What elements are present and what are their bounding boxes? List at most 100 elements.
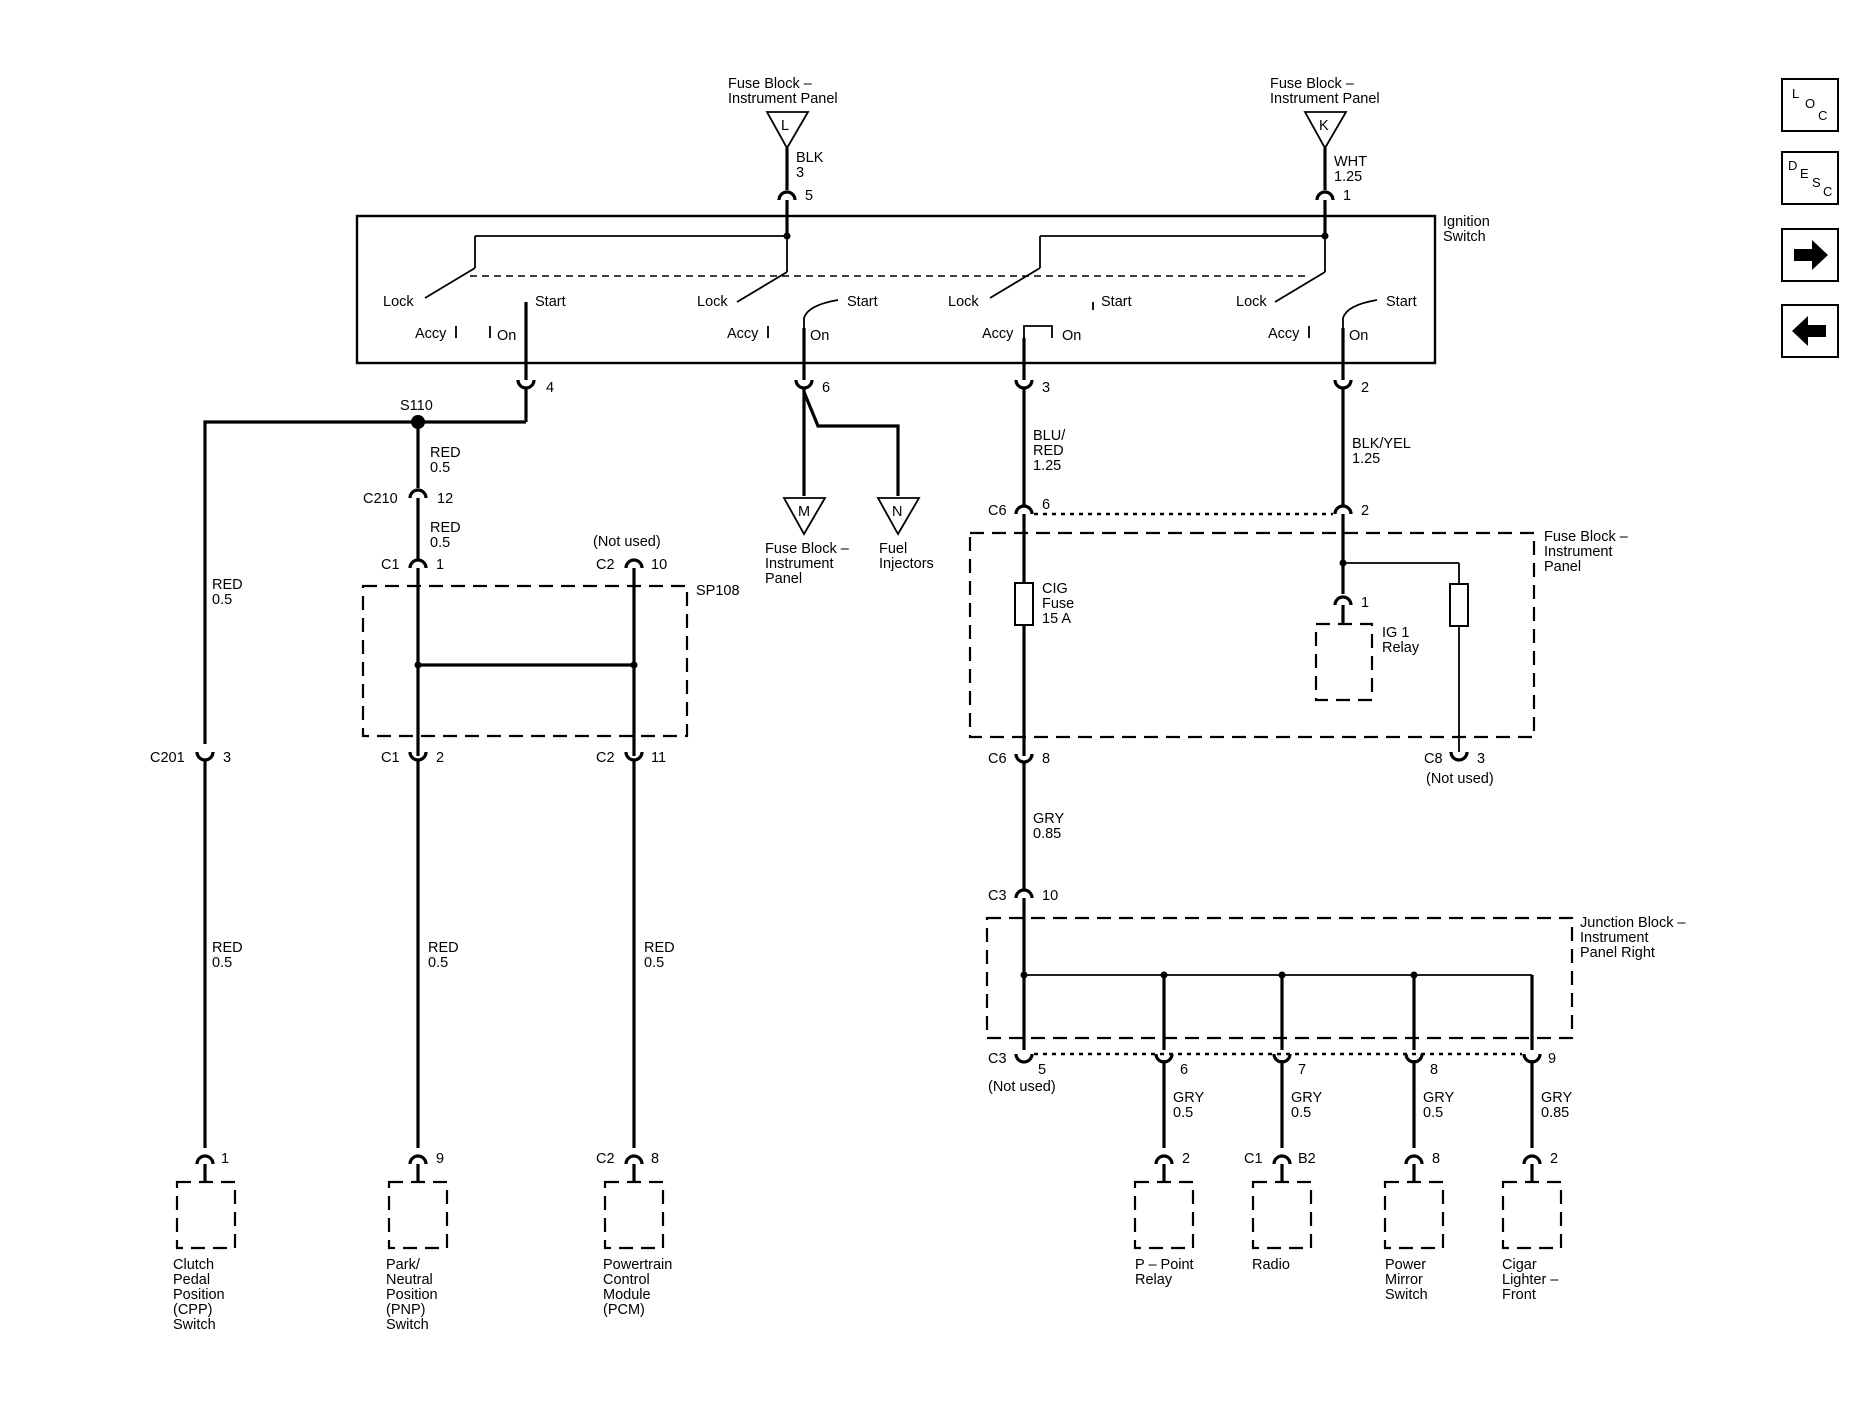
connector-icon: [1014, 379, 1034, 390]
diagram-label: Switch: [386, 1317, 429, 1333]
fuse-block-right-circuit: BLU/ RED 1.25 BLK/YEL 1.25 C6 6 2 Fuse B…: [968, 388, 1629, 787]
ig1-relay: [1314, 622, 1374, 702]
pin: 2: [1361, 380, 1369, 396]
pin: 8: [651, 1151, 659, 1167]
diagram-label: GRY: [1541, 1090, 1572, 1106]
svg-text:0.5: 0.5: [428, 955, 448, 971]
svg-text:1.25: 1.25: [1334, 169, 1362, 185]
diagram-label: Panel: [765, 571, 802, 587]
next-button[interactable]: [1781, 228, 1839, 282]
pin: 11: [651, 750, 666, 766]
label: Fuse Block –: [1270, 76, 1355, 92]
pin: 1: [221, 1151, 229, 1167]
svg-text:RED: RED: [428, 940, 459, 956]
svg-text:C6: C6: [988, 751, 1007, 767]
label: Ignition: [1443, 214, 1490, 230]
svg-text:Panel: Panel: [765, 571, 802, 587]
diagram-label: Control: [603, 1272, 650, 1288]
svg-text:7: 7: [1298, 1062, 1306, 1078]
diagram-label: GRY: [1291, 1090, 1322, 1106]
diagram-label: Pedal: [173, 1272, 210, 1288]
svg-text:(CPP): (CPP): [173, 1302, 212, 1318]
diagram-label: C8: [1424, 751, 1443, 767]
svg-text:3: 3: [1042, 380, 1050, 396]
wire-gauge: 0.5: [430, 460, 450, 476]
svg-text:3: 3: [1477, 751, 1485, 767]
label: Lock: [383, 294, 414, 310]
wire-gauge: 0.5: [428, 955, 448, 971]
diagram-label: 1.25: [1033, 458, 1061, 474]
diagram-label: 2: [1361, 503, 1369, 519]
svg-text:On: On: [810, 328, 829, 344]
connector-icon: [195, 751, 215, 762]
svg-text:Park/: Park/: [386, 1257, 421, 1273]
connector-id: C201: [150, 750, 185, 766]
svg-text:0.5: 0.5: [1291, 1105, 1311, 1121]
svg-text:Lighter –: Lighter –: [1502, 1272, 1559, 1288]
pin: 4: [546, 380, 554, 396]
svg-text:Cigar: Cigar: [1502, 1257, 1537, 1273]
svg-text:5: 5: [805, 188, 813, 204]
svg-text:P – Point: P – Point: [1135, 1257, 1194, 1273]
svg-text:C1: C1: [381, 557, 400, 573]
svg-text:C1: C1: [381, 750, 400, 766]
diagram-label: Powertrain: [603, 1257, 672, 1273]
svg-text:Lock: Lock: [383, 294, 414, 310]
svg-text:2: 2: [1361, 503, 1369, 519]
svg-text:Start: Start: [847, 294, 878, 310]
ignition-outputs: 4 6 3 2: [516, 379, 1369, 422]
diagram-label: RED: [1033, 443, 1064, 459]
diagram-label: C: [1818, 108, 1827, 123]
label: Fuse Block –: [728, 76, 813, 92]
loc-button[interactable]: L O C: [1781, 78, 1839, 132]
svg-text:8: 8: [1430, 1062, 1438, 1078]
diagram-label: Injectors: [879, 556, 934, 572]
svg-text:D: D: [1788, 158, 1797, 173]
svg-text:1: 1: [1343, 188, 1351, 204]
svg-text:Mirror: Mirror: [1385, 1272, 1423, 1288]
svg-text:WHT: WHT: [1334, 154, 1367, 170]
diagram-label: (PNP): [386, 1302, 425, 1318]
label: Switch: [1443, 229, 1486, 245]
diagram-label: Clutch: [173, 1257, 214, 1273]
svg-text:1: 1: [221, 1151, 229, 1167]
ignition-switch: Ignition Switch Lock Start Accy On Lock …: [355, 200, 1490, 380]
label: Start: [1386, 294, 1417, 310]
svg-text:Ignition: Ignition: [1443, 214, 1490, 230]
prev-button[interactable]: [1781, 304, 1839, 358]
svg-text:Lock: Lock: [697, 294, 728, 310]
junction-block-box: [985, 916, 1574, 1040]
diagram-label: L: [1792, 86, 1799, 101]
diagram-label: Fuel: [879, 541, 907, 557]
svg-text:4: 4: [546, 380, 554, 396]
connector-icon: [1154, 1154, 1174, 1165]
connector-icon: [408, 558, 428, 569]
svg-text:RED: RED: [644, 940, 675, 956]
pin: 5: [805, 188, 813, 204]
svg-text:9: 9: [436, 1151, 444, 1167]
desc-button[interactable]: D E S C: [1781, 151, 1839, 205]
connector-icon: [408, 1154, 428, 1165]
wire-color: RED: [212, 577, 243, 593]
diagram-label: Fuse Block –: [1544, 529, 1629, 545]
svg-text:Start: Start: [1101, 294, 1132, 310]
diagram-label: C6: [988, 503, 1007, 519]
svg-text:Panel Right: Panel Right: [1580, 945, 1655, 961]
pin: 9: [436, 1151, 444, 1167]
diagram-label: 9: [1548, 1051, 1556, 1067]
diagram-label: P – Point: [1135, 1257, 1194, 1273]
wire-gauge: 0.5: [212, 592, 232, 608]
diagram-label: M: [798, 504, 810, 520]
diagram-label: 0.85: [1033, 826, 1061, 842]
fuse-block-l-source: Fuse Block – Instrument Panel L BLK 3 5: [728, 76, 838, 235]
svg-text:L: L: [1792, 86, 1799, 101]
terminal-triangle-icon: [782, 497, 827, 536]
svg-text:1.25: 1.25: [1033, 458, 1061, 474]
fuse-block-m-fuel-circuit: M N Fuse Block – Instrument Panel Fuel I…: [765, 388, 934, 587]
diagram-label: Cigar: [1502, 1257, 1537, 1273]
svg-text:6: 6: [1180, 1062, 1188, 1078]
svg-text:BLK/YEL: BLK/YEL: [1352, 436, 1411, 452]
diagram-label: Fuse: [1042, 596, 1074, 612]
connector-icon: [624, 1154, 644, 1165]
